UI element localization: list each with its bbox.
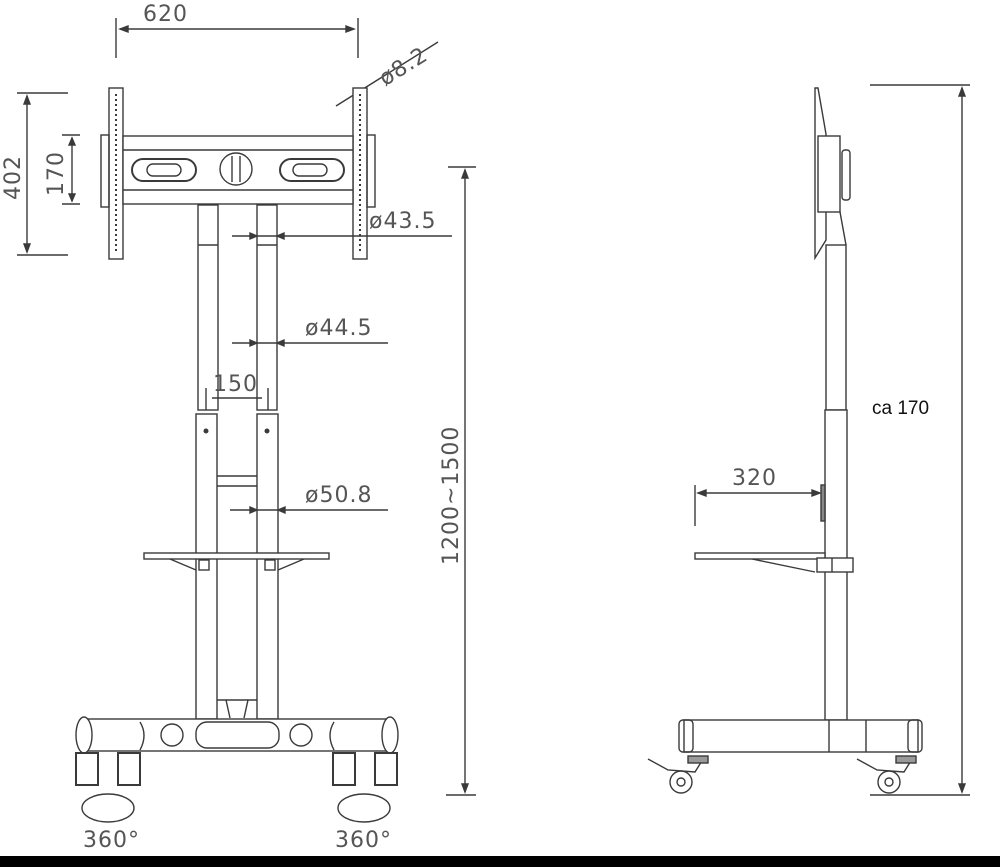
label-mid-tube-diameter: ø44.5 bbox=[305, 316, 373, 341]
label-height-range: 1200~1500 bbox=[439, 425, 464, 565]
label-pole-spacing: 150 bbox=[213, 372, 258, 397]
dim-ca-170-line bbox=[870, 84, 970, 796]
label-caster-rotation-left: 360° bbox=[83, 828, 140, 853]
base-front bbox=[75, 716, 399, 754]
label-mount-width: 620 bbox=[143, 2, 188, 27]
base-side bbox=[647, 719, 923, 794]
dim-150-line bbox=[205, 388, 269, 410]
vesa-rail-left bbox=[108, 87, 124, 260]
upper-poles bbox=[197, 204, 278, 411]
dim-170-line bbox=[62, 134, 80, 205]
label-overall-height: ca 170 bbox=[872, 398, 930, 419]
label-upper-tube-diameter: ø43.5 bbox=[369, 209, 437, 234]
vesa-rail-right bbox=[352, 87, 368, 260]
side-pole bbox=[824, 244, 848, 721]
bottom-border-bar bbox=[0, 856, 1000, 867]
side-mount bbox=[814, 87, 851, 261]
dim-402-line bbox=[17, 92, 68, 256]
label-shelf-depth: 320 bbox=[732, 466, 777, 491]
label-caster-rotation-right: 360° bbox=[335, 828, 392, 853]
lower-poles bbox=[195, 413, 279, 720]
dim-620-line bbox=[115, 18, 359, 58]
bracket-tab-left bbox=[100, 134, 110, 208]
casters-front bbox=[75, 752, 398, 823]
mount-bracket bbox=[122, 135, 354, 205]
dim-320-line bbox=[694, 484, 826, 526]
dim-1200-1500-line bbox=[446, 166, 476, 796]
shelf-front bbox=[143, 552, 330, 571]
bracket-tab-right bbox=[366, 134, 376, 208]
shelf-side bbox=[694, 552, 854, 573]
label-mount-height: 402 bbox=[1, 155, 26, 200]
label-lower-tube-diameter: ø50.8 bbox=[305, 483, 373, 508]
label-bracket-height: 170 bbox=[44, 151, 69, 196]
